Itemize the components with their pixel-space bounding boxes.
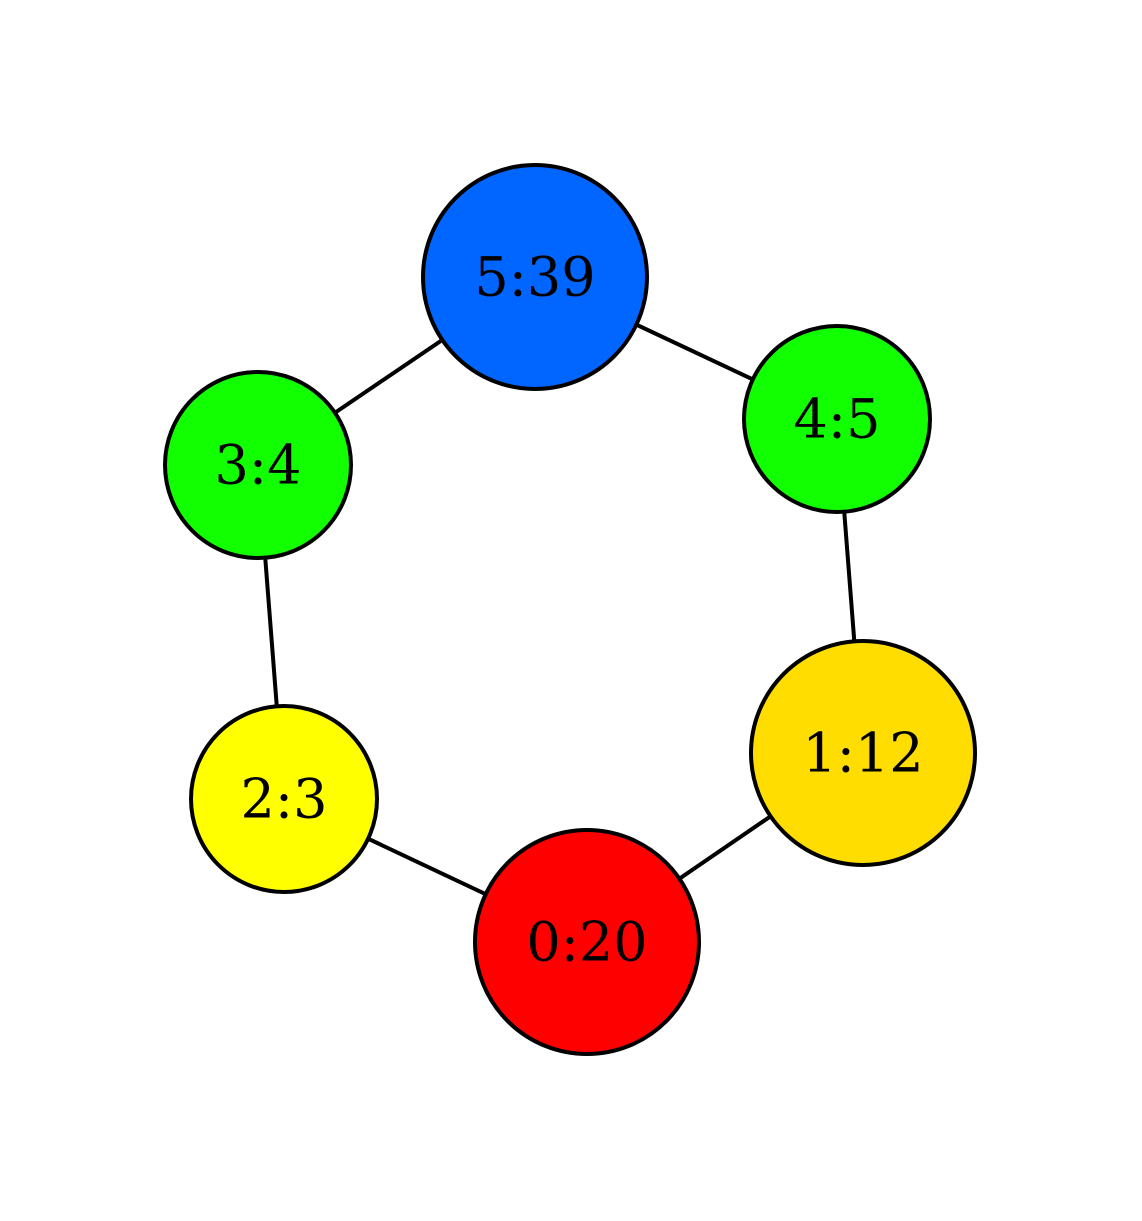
node-n3: 3:4 [163,370,353,560]
node-circle [421,163,649,391]
node-label: 1:12 [802,722,923,785]
node-circle [749,639,977,867]
nodes-layer: 0:20 1:12 2:3 3:4 4:5 5:39 [163,163,977,1056]
node-n1: 1:12 [749,639,977,867]
node-label: 2:3 [241,768,328,831]
node-label: 5:39 [474,246,595,309]
node-label: 3:4 [215,434,302,497]
node-circle [163,370,353,560]
node-label: 4:5 [794,388,881,451]
node-n5: 5:39 [421,163,649,391]
node-circle [742,324,932,514]
node-circle [189,704,379,894]
node-n0: 0:20 [473,828,701,1056]
node-circle [473,828,701,1056]
node-label: 0:20 [526,911,647,974]
node-n4: 4:5 [742,324,932,514]
node-n2: 2:3 [189,704,379,894]
